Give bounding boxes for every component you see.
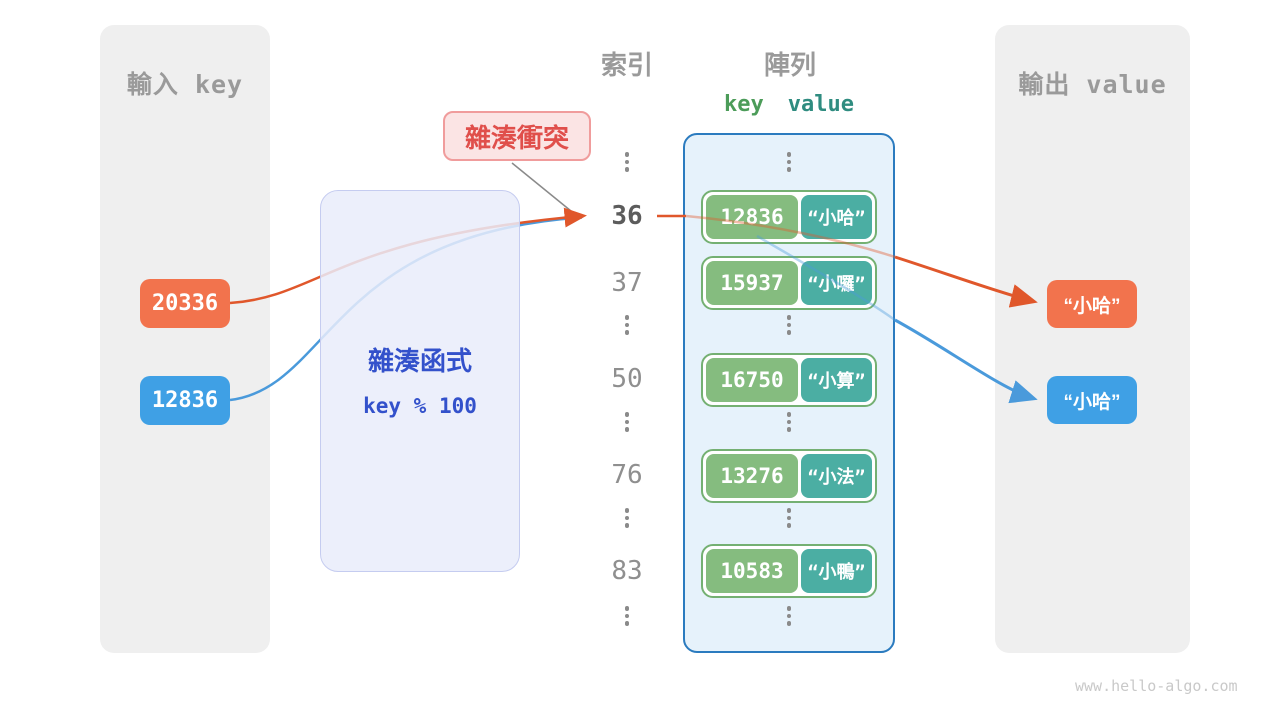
output-value-panel: 輸出 value — [995, 25, 1190, 653]
row-value: “小算” — [801, 358, 872, 402]
hash-function-title: 雜湊函式 — [367, 346, 472, 376]
ellipsis-dots — [774, 606, 804, 626]
index-label-36: 36 — [611, 201, 643, 231]
ellipsis-dots — [612, 606, 642, 626]
array-row-83: 10583 “小鴨” — [701, 544, 877, 598]
array-key-value-header: key value — [683, 92, 895, 117]
key-header-label: key — [724, 92, 764, 117]
hash-function-box: 雜湊函式 key % 100 — [320, 190, 520, 572]
index-column-header: 索引 — [600, 50, 653, 80]
ellipsis-dots — [612, 152, 642, 172]
row-value: “小法” — [801, 454, 872, 498]
input-key-panel: 輸入 key — [100, 25, 270, 653]
ellipsis-dots — [612, 508, 642, 528]
index-label-37: 37 — [611, 268, 643, 298]
hash-collision-badge: 雜湊衝突 — [443, 111, 591, 161]
array-row-37: 15937 “小囉” — [701, 256, 877, 310]
row-value: “小鴨” — [801, 549, 872, 593]
ellipsis-dots — [612, 315, 642, 335]
input-key-12836: 12836 — [140, 376, 230, 425]
input-panel-title: 輸入 key — [126, 70, 244, 99]
output-value-orange: “小哈” — [1047, 280, 1137, 328]
input-key-20336: 20336 — [140, 279, 230, 328]
output-panel-title: 輸出 value — [1018, 70, 1167, 99]
row-key: 15937 — [706, 261, 798, 305]
ellipsis-dots — [774, 508, 804, 528]
row-key: 12836 — [706, 195, 798, 239]
array-column-header: 陣列 — [763, 50, 816, 80]
index-label-83: 83 — [611, 556, 643, 586]
index-label-76: 76 — [611, 460, 643, 490]
hash-function-formula: key % 100 — [363, 394, 477, 418]
row-key: 10583 — [706, 549, 798, 593]
ellipsis-dots — [612, 412, 642, 432]
website-watermark: www.hello-algo.com — [1075, 677, 1238, 695]
row-value: “小哈” — [801, 195, 872, 239]
index-label-50: 50 — [611, 364, 643, 394]
array-row-50: 16750 “小算” — [701, 353, 877, 407]
array-row-36: 12836 “小哈” — [701, 190, 877, 244]
row-key: 16750 — [706, 358, 798, 402]
ellipsis-dots — [774, 315, 804, 335]
row-value: “小囉” — [801, 261, 872, 305]
value-header-label: value — [787, 92, 854, 117]
output-value-blue: “小哈” — [1047, 376, 1137, 424]
ellipsis-dots — [774, 152, 804, 172]
array-row-76: 13276 “小法” — [701, 449, 877, 503]
ellipsis-dots — [774, 412, 804, 432]
row-key: 13276 — [706, 454, 798, 498]
collision-pointer-line — [511, 162, 572, 212]
